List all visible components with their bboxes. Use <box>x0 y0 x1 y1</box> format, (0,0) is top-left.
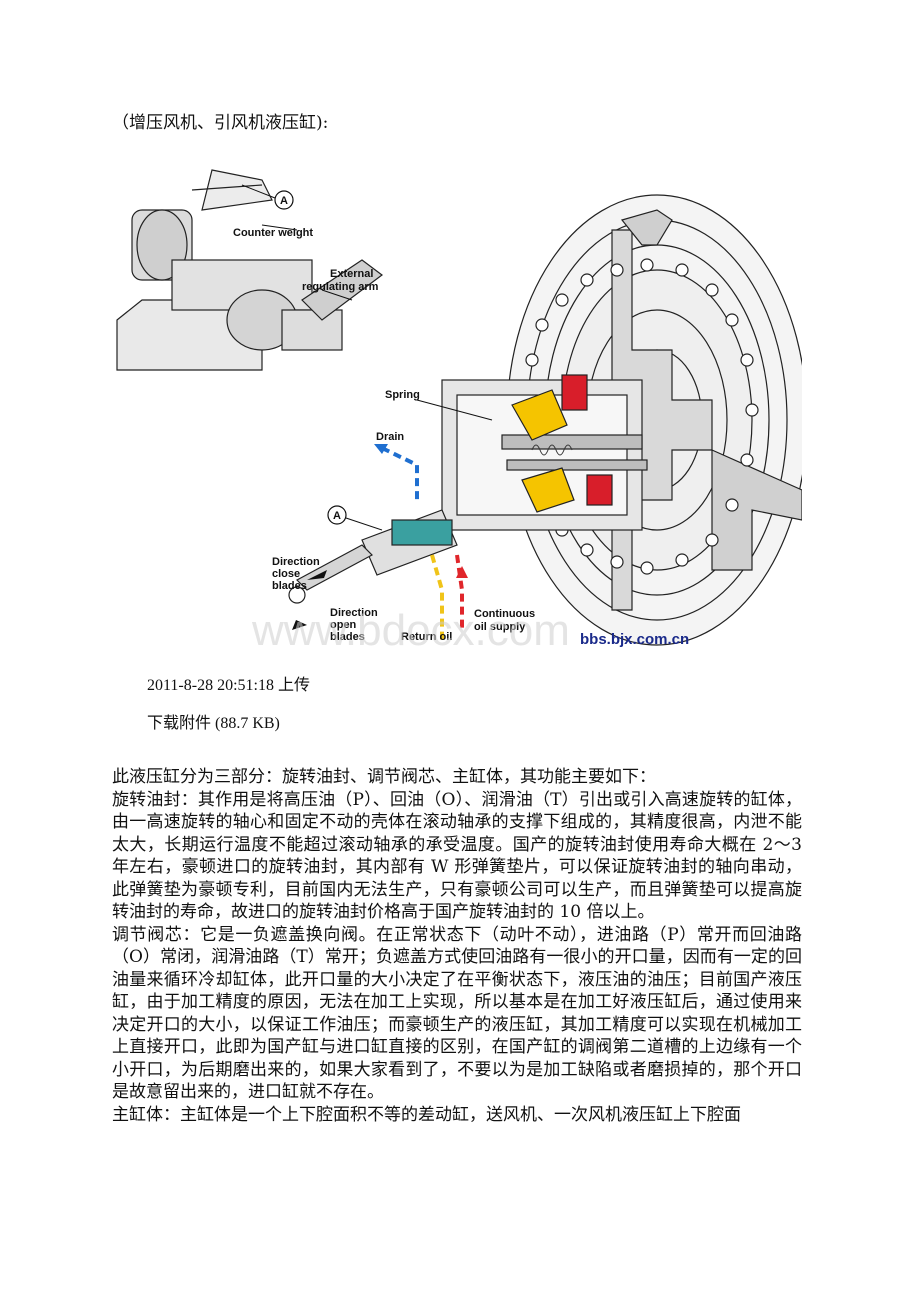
site-label: bbs.bjx.com.cn <box>580 631 689 648</box>
watermark-text: www.bdocx.com <box>251 606 570 655</box>
download-attachment-link[interactable]: 下载附件 (88.7 KB) <box>147 715 280 732</box>
callouts <box>274 190 347 525</box>
direction-open-label-1: Direction <box>330 607 378 619</box>
paragraph-main-cylinder: 主缸体：主缸体是一个上下腔面积不等的差动缸，送风机、一次风机液压缸上下腔面 <box>112 1104 741 1125</box>
paragraph-intro: 此液压缸分为三部分：旋转油封、调节阀芯、主缸体，其功能主要如下： <box>112 767 656 787</box>
counter-weight-label: Counter weight <box>233 227 313 239</box>
direction-close-label-2: close <box>272 568 300 580</box>
oil-lines <box>381 446 464 640</box>
return-oil-label: Return oil <box>401 631 452 643</box>
direction-open-label-3: blades <box>330 631 365 643</box>
direction-close-label-3: blades <box>272 580 307 592</box>
drain-label: Drain <box>376 431 404 443</box>
paragraph-rotary-seal: 旋转油封：其作用是将高压油（P）、回油（O）、润滑油（T）引出或引入高速旋转的缸… <box>112 789 802 923</box>
external-arm-label-1: External <box>330 268 373 280</box>
direction-arrows <box>292 570 327 630</box>
article-body: 此液压缸分为三部分：旋转油封、调节阀芯、主缸体，其功能主要如下： 旋转油封：其作… <box>112 766 802 1126</box>
callout-a-mid-label: A <box>333 510 341 522</box>
callout-a-top-label: A <box>280 195 288 207</box>
direction-open-label-2: open <box>330 619 357 631</box>
continuous-oil-label-1: Continuous <box>474 608 535 620</box>
hydraulic-cylinder-diagram: A Counter weight External regulating arm… <box>112 150 802 665</box>
section-heading: （增压风机、引风机液压缸): <box>112 113 329 133</box>
spring-label: Spring <box>385 389 420 401</box>
direction-close-label-1: Direction <box>272 556 320 568</box>
external-arm-label-2: regulating arm <box>302 281 379 293</box>
oil-line-arrows <box>374 444 468 578</box>
counter-weight-assembly <box>116 169 383 371</box>
paragraph-valve-core: 调节阀芯：它是一负遮盖换向阀。在正常状态下（动叶不动），进油路（P）常开而回油路… <box>112 924 802 1103</box>
continuous-oil-label-2: oil supply <box>474 621 526 633</box>
upload-timestamp: 2011-8-28 20:51:18 上传 <box>147 677 310 694</box>
cylinder-body <box>441 374 648 531</box>
